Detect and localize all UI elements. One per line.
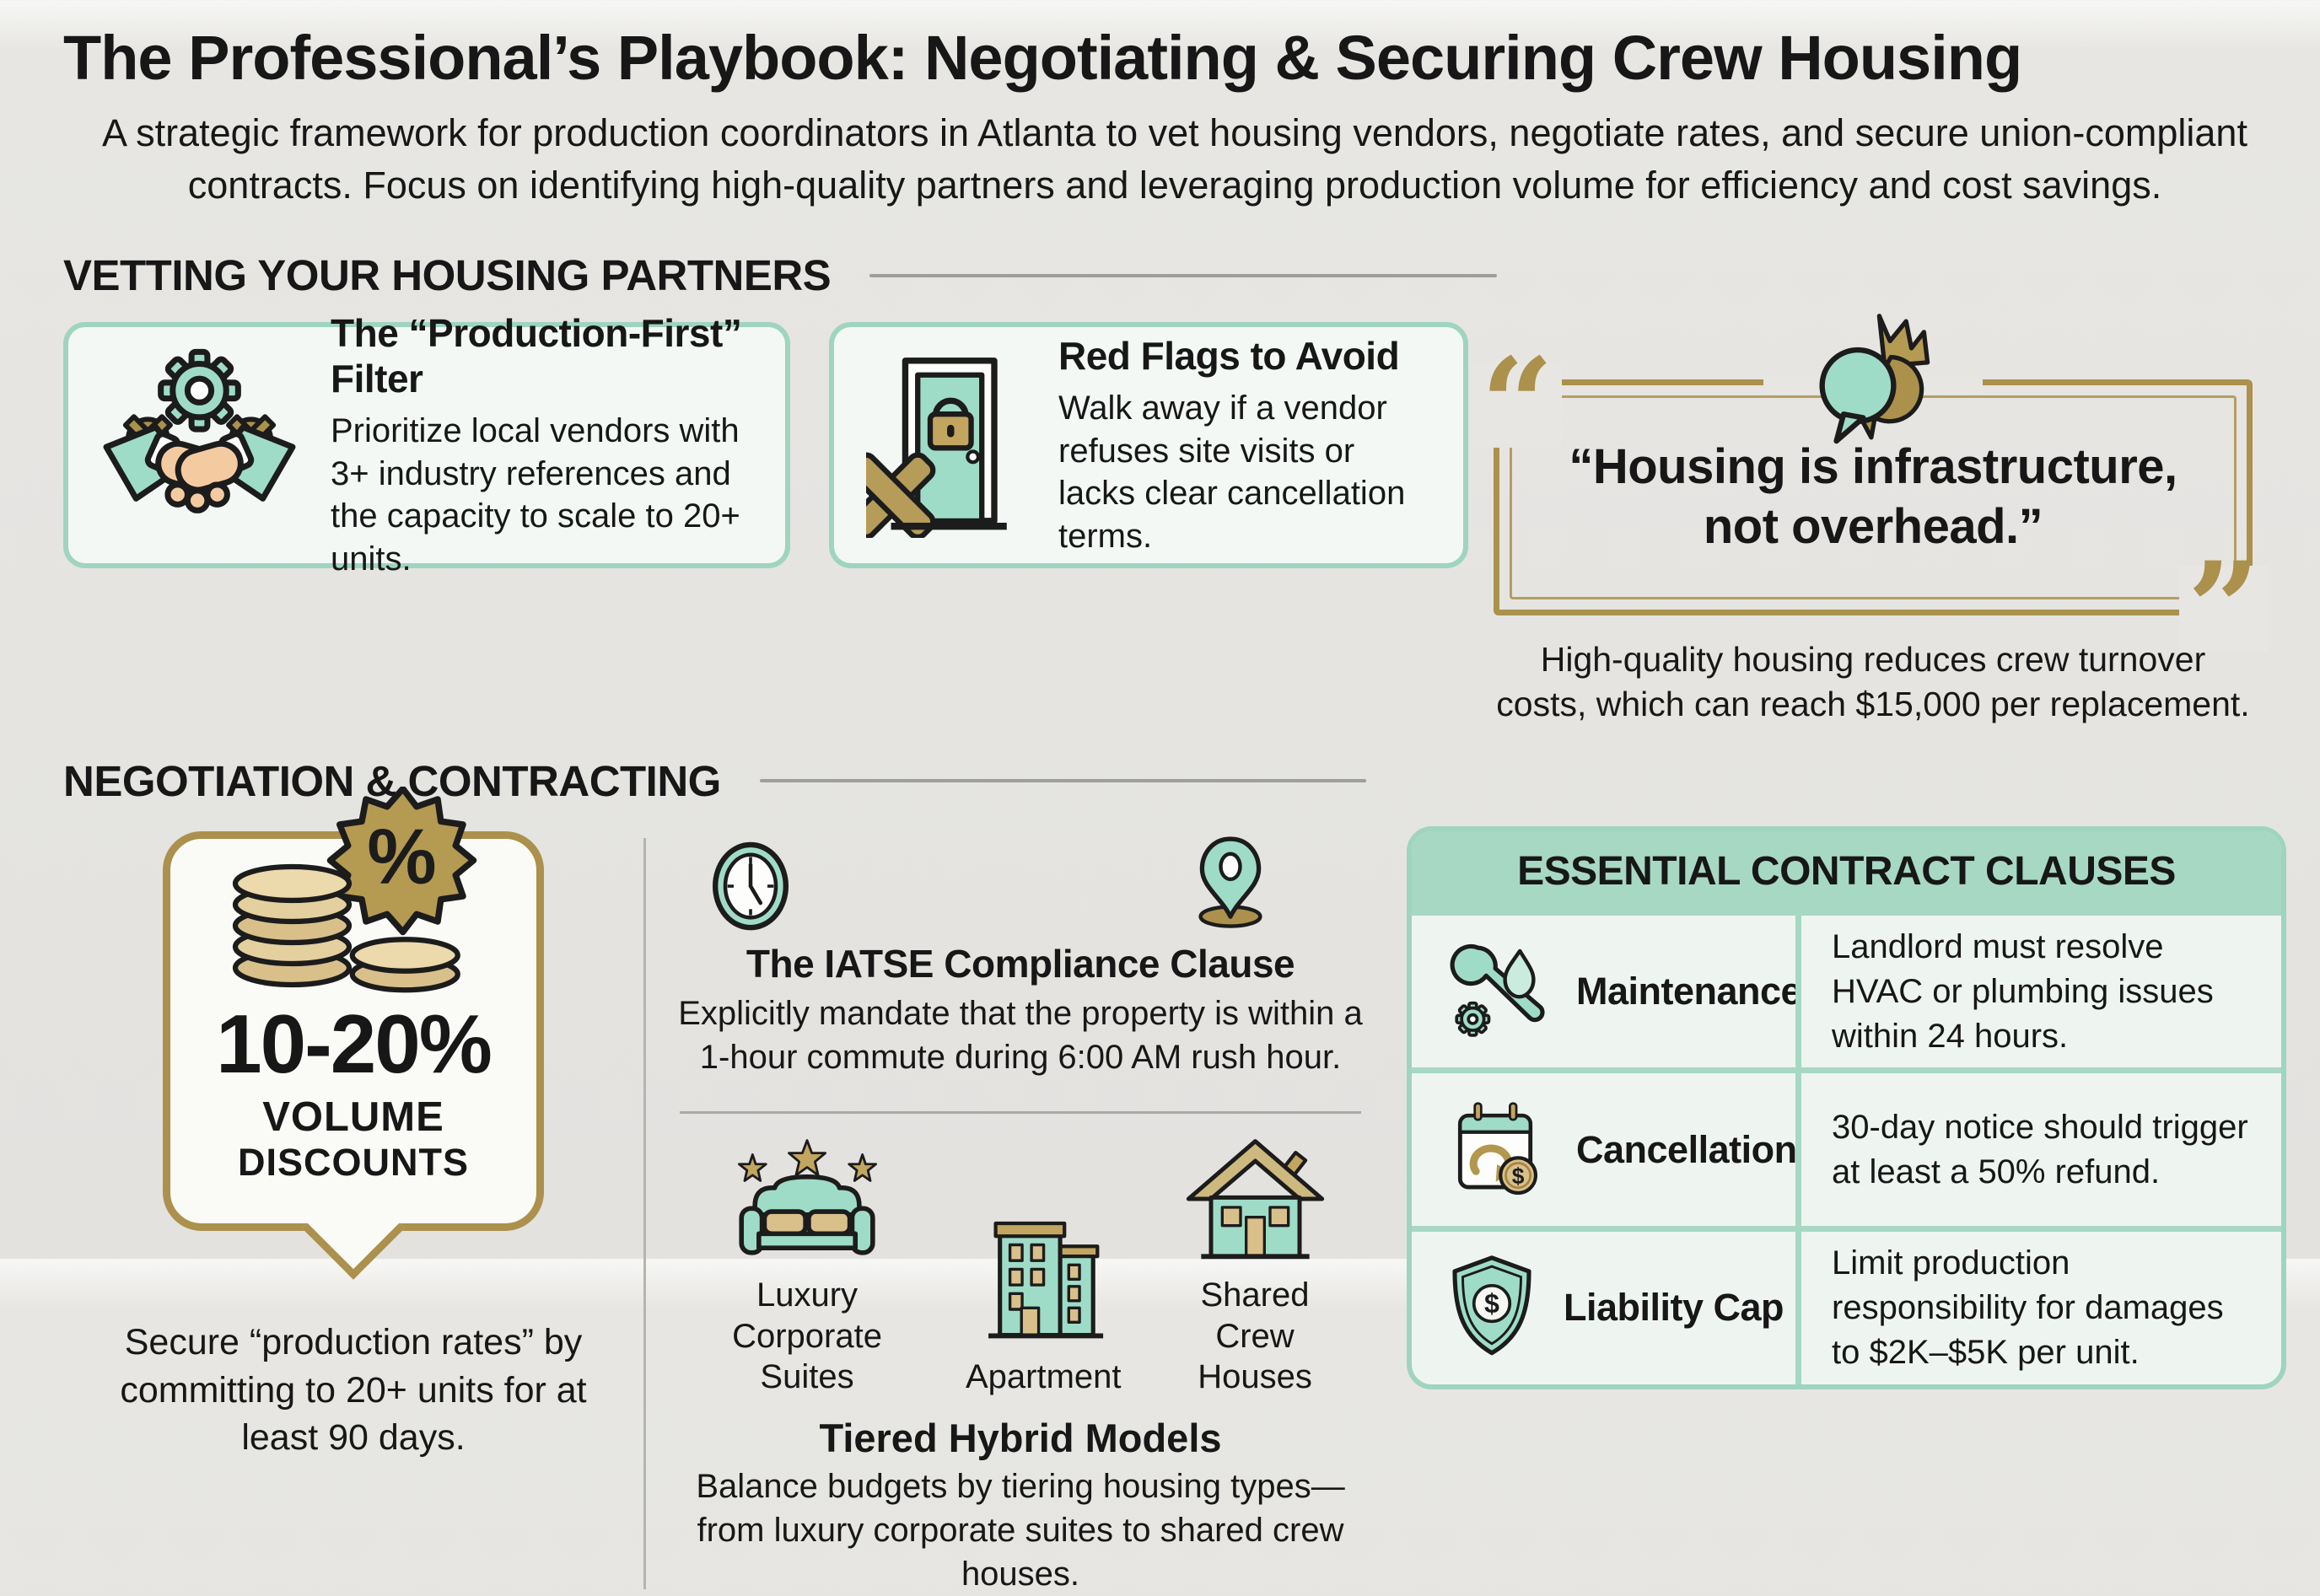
- vetting-section-head: VETTING YOUR HOUSING PARTNERS: [63, 250, 1497, 300]
- iatse-clause: The IATSE Compliance Clause Explicitly m…: [668, 826, 1373, 1079]
- dollar-glyph: $: [1512, 1163, 1525, 1189]
- tier-label: Luxury Corporate Suites: [732, 1276, 882, 1396]
- clause-text: Limit production responsibility for dama…: [1795, 1232, 2281, 1384]
- clause-label: Liability Cap: [1564, 1286, 1784, 1330]
- handshake-gears-icon: [100, 344, 299, 546]
- shield-dollar-icon: $: [1445, 1251, 1538, 1365]
- iatse-title: The IATSE Compliance Clause: [746, 941, 1295, 986]
- apartment-building-icon: [970, 1222, 1113, 1347]
- iatse-body: Explicitly mandate that the property is …: [678, 994, 1363, 1076]
- quote-frame: “ “Housing is infrastructure, not overhe…: [1472, 341, 2269, 672]
- infographic-page: The Professional’s Playbook: Negotiating…: [63, 23, 2286, 1593]
- clause-label: Cancellation: [1576, 1127, 1797, 1171]
- production-first-body: Prioritize local vendors with 3+ industr…: [331, 412, 740, 578]
- production-first-text: The “Production-First” Filter Prioritize…: [331, 310, 756, 580]
- clause-text: 30-day notice should trigger at least a …: [1795, 1073, 2281, 1227]
- clauses-heading: ESSENTIAL CONTRACT CLAUSES: [1412, 830, 2281, 910]
- discount-value: 10-20%: [216, 997, 493, 1090]
- red-flags-title: Red Flags to Avoid: [1058, 334, 1400, 379]
- vetting-row: The “Production-First” Filter Prioritize…: [63, 311, 2286, 728]
- quote-caption: High-quality housing reduces crew turnov…: [1496, 640, 2250, 724]
- contract-clauses-table: ESSENTIAL CONTRACT CLAUSES: [1407, 825, 2286, 1389]
- calendar-refund-icon: $: [1445, 1095, 1551, 1205]
- red-flags-text: Red Flags to Avoid Walk away if a vendor…: [1058, 333, 1435, 557]
- clause-left-cell: $ Cancellation: [1412, 1073, 1797, 1226]
- map-pin-icon: [1189, 833, 1272, 934]
- clause-left-cell: $ Liability Cap: [1412, 1232, 1795, 1384]
- clause-text: Landlord must resolve HVAC or plumbing i…: [1795, 915, 2281, 1068]
- tier-label: Apartment: [966, 1358, 1122, 1396]
- clause-label: Maintenance: [1576, 970, 1802, 1013]
- door-x-lock-icon: [848, 348, 1026, 542]
- close-quote-mark: ”: [2178, 545, 2269, 672]
- clause-row-cancellation: $ Cancellation 30-day notice should trig…: [1412, 1067, 2281, 1227]
- discount-caption: Secure “production rates” by committing …: [120, 1321, 587, 1459]
- tiers-body: Balance budgets by tiering housing types…: [696, 1468, 1345, 1593]
- quote-block: “ “Housing is infrastructure, not overhe…: [1472, 314, 2269, 728]
- tier-apartment: Apartment: [966, 1217, 1122, 1398]
- chat-bubbles-crown-icon: [1797, 312, 1949, 451]
- page-subtitle: A strategic framework for production coo…: [102, 111, 2247, 207]
- clause-left-cell: Maintenance: [1412, 916, 1802, 1068]
- housing-tiers: Luxury Corporate Suites: [668, 1136, 1373, 1398]
- red-flags-card: Red Flags to Avoid Walk away if a vendor…: [829, 322, 1468, 569]
- tier-luxury-suites: Luxury Corporate Suites: [697, 1136, 917, 1398]
- open-quote-mark: “: [1472, 341, 1563, 468]
- volume-discounts-badge: % 10-20%: [63, 785, 643, 1462]
- clock-icon: [708, 838, 793, 939]
- tier-label: Shared Crew Houses: [1198, 1276, 1312, 1396]
- sofa-stars-icon: [721, 1139, 894, 1266]
- middle-divider: [680, 1110, 1361, 1114]
- discount-bubble: % 10-20%: [163, 785, 544, 1231]
- house-icon: [1182, 1138, 1329, 1266]
- section-rule: [869, 273, 1497, 277]
- vetting-heading: VETTING YOUR HOUSING PARTNERS: [63, 251, 832, 300]
- middle-column: The IATSE Compliance Clause Explicitly m…: [646, 826, 1395, 1596]
- column-divider: [643, 837, 646, 1590]
- quote-text: “Housing is infrastructure, not overhead…: [1569, 439, 2177, 555]
- page-title: The Professional’s Playbook: Negotiating…: [63, 23, 2022, 93]
- production-first-card: The “Production-First” Filter Prioritize…: [63, 311, 790, 578]
- clause-row-maintenance: Maintenance Landlord must resolve HVAC o…: [1412, 909, 2281, 1068]
- negotiation-row: % 10-20%: [63, 785, 2286, 1596]
- discount-label-volume: VOLUME: [262, 1094, 444, 1140]
- coins-percent-icon: %: [179, 785, 528, 1002]
- section-rule: [759, 779, 1366, 783]
- discount-label-discounts: DISCOUNTS: [237, 1140, 469, 1184]
- tiers-title: Tiered Hybrid Models: [819, 1416, 1222, 1461]
- production-first-title: The “Production-First” Filter: [331, 311, 742, 401]
- tier-shared-houses: Shared Crew Houses: [1166, 1136, 1343, 1398]
- clause-row-liability: $ Liability Cap Limit production respons…: [1412, 1226, 2281, 1384]
- volume-discounts-column: % 10-20%: [63, 785, 643, 1596]
- red-flags-body: Walk away if a vendor refuses site visit…: [1058, 390, 1406, 555]
- contract-clauses-column: ESSENTIAL CONTRACT CLAUSES: [1407, 825, 2286, 1596]
- percent-glyph: %: [367, 813, 436, 900]
- dollar-glyph: $: [1484, 1288, 1499, 1319]
- wrench-droplet-gear-icon: [1445, 932, 1551, 1051]
